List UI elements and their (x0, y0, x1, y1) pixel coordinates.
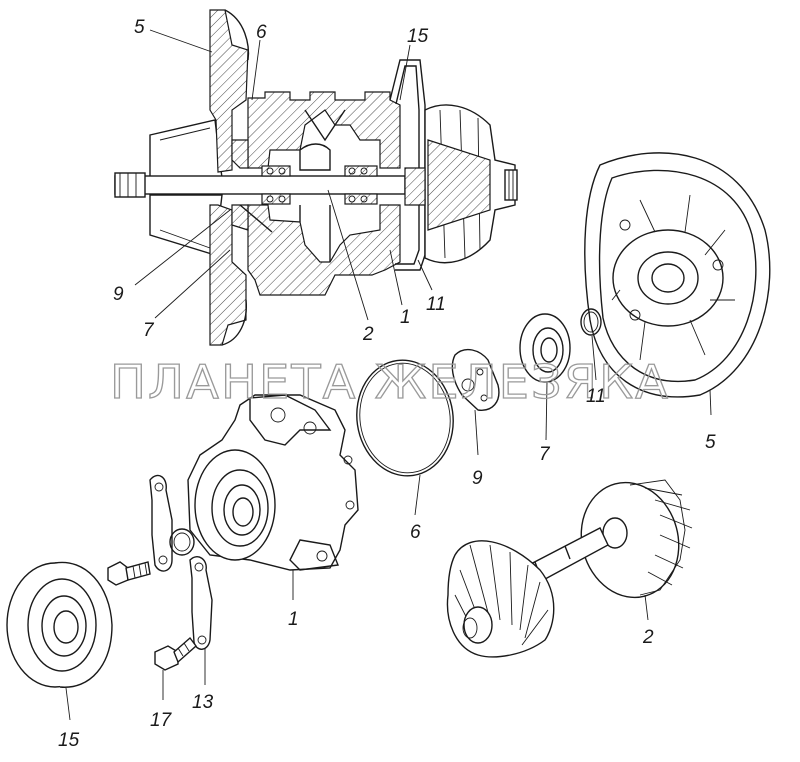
callout-part-1: 1 (288, 609, 299, 630)
washer (169, 528, 195, 556)
callout-part-17: 17 (150, 710, 173, 731)
retaining-ring-part-11 (580, 308, 602, 336)
cross-section-view (114, 9, 518, 346)
rotor-assembly-part-2 (446, 479, 693, 658)
turbine-housing-part-5 (584, 152, 771, 398)
lock-plate-part-13 (149, 474, 213, 650)
callout-part-11: 11 (586, 386, 606, 407)
callout-section-7: 7 (143, 320, 155, 341)
callout-part-7: 7 (539, 444, 551, 465)
bearing-housing-section (247, 91, 401, 169)
callout-section-15: 15 (407, 26, 429, 47)
callout-section-5: 5 (134, 17, 145, 38)
callout-section-6: 6 (256, 22, 267, 43)
bearing-housing-part-1 (187, 394, 359, 571)
callout-part-6: 6 (410, 522, 421, 543)
callout-section-9: 9 (113, 284, 124, 305)
callout-part-2: 2 (642, 627, 654, 648)
heat-shield-section (389, 59, 426, 271)
bolt-part-17 (107, 561, 197, 671)
callout-part-13: 13 (192, 692, 214, 713)
o-ring-part-6 (356, 359, 454, 477)
callout-part-9: 9 (472, 468, 483, 489)
heat-shield-part-15 (6, 561, 113, 688)
leader-lines (65, 29, 712, 721)
seal-plate-part-7 (519, 313, 571, 383)
callout-section-1: 1 (400, 307, 411, 328)
callout-labels: 5 6 15 9 7 2 1 11 5 11 7 9 6 1 2 13 17 1… (58, 17, 716, 751)
callout-part-15: 15 (58, 730, 80, 751)
thrust-plate-part-9 (451, 348, 500, 411)
callout-section-2: 2 (362, 324, 374, 345)
watermark-text: ПЛАНЕТА ЖЕЛЕЗЯКА (110, 355, 670, 409)
callout-section-11: 11 (426, 294, 446, 315)
compressor-housing-flange (209, 9, 249, 173)
rotor-shaft-section (114, 175, 406, 195)
callout-part-5: 5 (705, 432, 716, 453)
